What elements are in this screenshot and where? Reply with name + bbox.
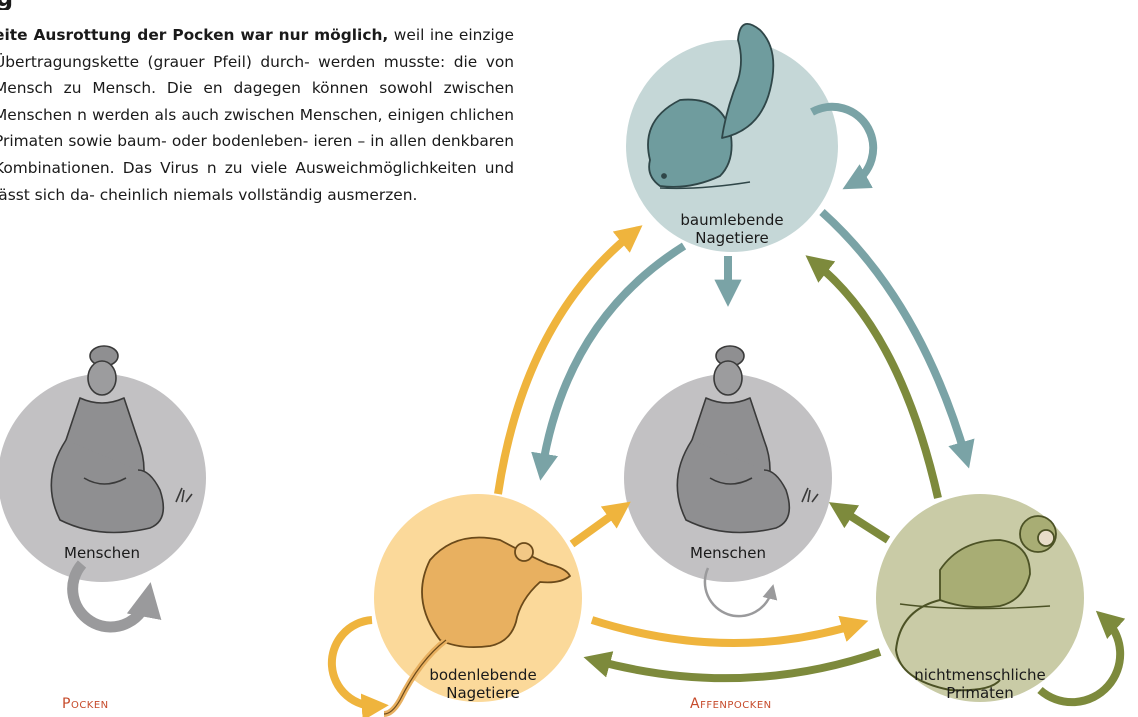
primates-line2: Primaten xyxy=(900,684,1060,702)
primates-line1: nichtmenschliche xyxy=(900,666,1060,684)
primates-to-ground-arrow xyxy=(594,652,880,678)
caption-pocken: Pocken xyxy=(62,696,109,712)
ground-rodents-label: bodenlebende Nagetiere xyxy=(418,666,548,702)
ground-to-tree-arrow xyxy=(498,232,634,494)
ground-self-loop-arrow xyxy=(332,620,378,706)
humans-center-label: Menschen xyxy=(678,544,778,562)
ground-rodents-line1: bodenlebende xyxy=(418,666,548,684)
tree-rodents-line2: Nagetiere xyxy=(662,229,802,247)
tree-to-primates-arrow xyxy=(822,212,966,458)
ground-rodents-line2: Nagetiere xyxy=(418,684,548,702)
ground-to-primates-arrow xyxy=(592,620,858,643)
tree-rodents-line1: baumlebende xyxy=(662,211,802,229)
primates-to-humans-arrow xyxy=(838,508,888,540)
caption-affenpocken: Affenpocken xyxy=(690,696,772,712)
humans-left-label: Menschen xyxy=(52,544,152,562)
tree-rodents-label: baumlebende Nagetiere xyxy=(662,211,802,247)
primates-to-tree-arrow xyxy=(814,262,938,498)
ground-to-humans-arrow xyxy=(572,508,622,544)
primates-label: nichtmenschliche Primaten xyxy=(900,666,1060,702)
